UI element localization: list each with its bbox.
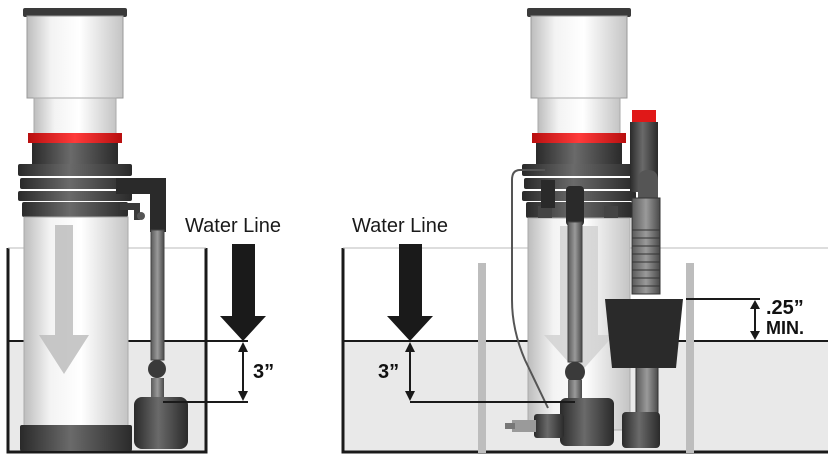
right-skimmer-red-ring — [532, 133, 626, 143]
right-panel: Water Line 3” .25” MIN. — [341, 8, 828, 454]
right-pump — [505, 398, 614, 446]
right-baffle-left — [478, 263, 486, 453]
right-water-line-label: Water Line — [352, 215, 448, 237]
left-pump-body — [134, 397, 188, 449]
left-hang-bracket — [120, 203, 140, 220]
right-air-line — [511, 169, 549, 409]
left-pump-valve — [148, 360, 166, 378]
left-skimmer — [18, 8, 132, 451]
right-min-gap-label-top: .25” — [766, 297, 804, 319]
right-return-pipe — [622, 110, 661, 448]
right-tank-walls — [341, 248, 828, 454]
right-baffle-right — [686, 263, 694, 453]
left-pump-pipe — [116, 178, 166, 398]
right-depth-label: 3” — [378, 361, 399, 383]
right-float-box — [605, 299, 683, 368]
left-skimmer-cup — [26, 15, 124, 99]
left-depth-dimension — [163, 340, 248, 403]
left-skimmer-neck — [33, 97, 117, 137]
left-depth-label: 3” — [253, 361, 274, 383]
right-min-gap-dimension — [686, 298, 760, 340]
right-silencer — [541, 180, 555, 208]
left-water-line-label: Water Line — [185, 215, 281, 237]
left-skimmer-flange-2 — [20, 178, 130, 189]
right-pump-valve — [565, 362, 585, 382]
left-internal-flow-arrow — [39, 225, 89, 374]
left-skimmer-dark-collar — [32, 143, 118, 165]
left-skimmer-base — [20, 425, 132, 451]
left-panel: Water Line 3” — [6, 8, 281, 454]
right-min-gap-label-bottom: MIN. — [766, 318, 804, 338]
right-depth-dimension — [405, 342, 575, 403]
right-pump-pipe — [565, 186, 585, 402]
left-skimmer-cap-rim — [23, 8, 127, 17]
left-skimmer-flange-3 — [18, 191, 132, 201]
left-skimmer-red-ring — [28, 133, 122, 143]
left-bracket-screw — [137, 212, 145, 220]
left-skimmer-body-tube — [23, 216, 129, 428]
left-tank-walls — [6, 248, 208, 454]
left-skimmer-flange-4 — [22, 202, 128, 217]
right-water-line-arrow — [387, 244, 433, 341]
left-skimmer-flange-1 — [18, 164, 132, 176]
left-water-line-arrow — [220, 244, 266, 341]
